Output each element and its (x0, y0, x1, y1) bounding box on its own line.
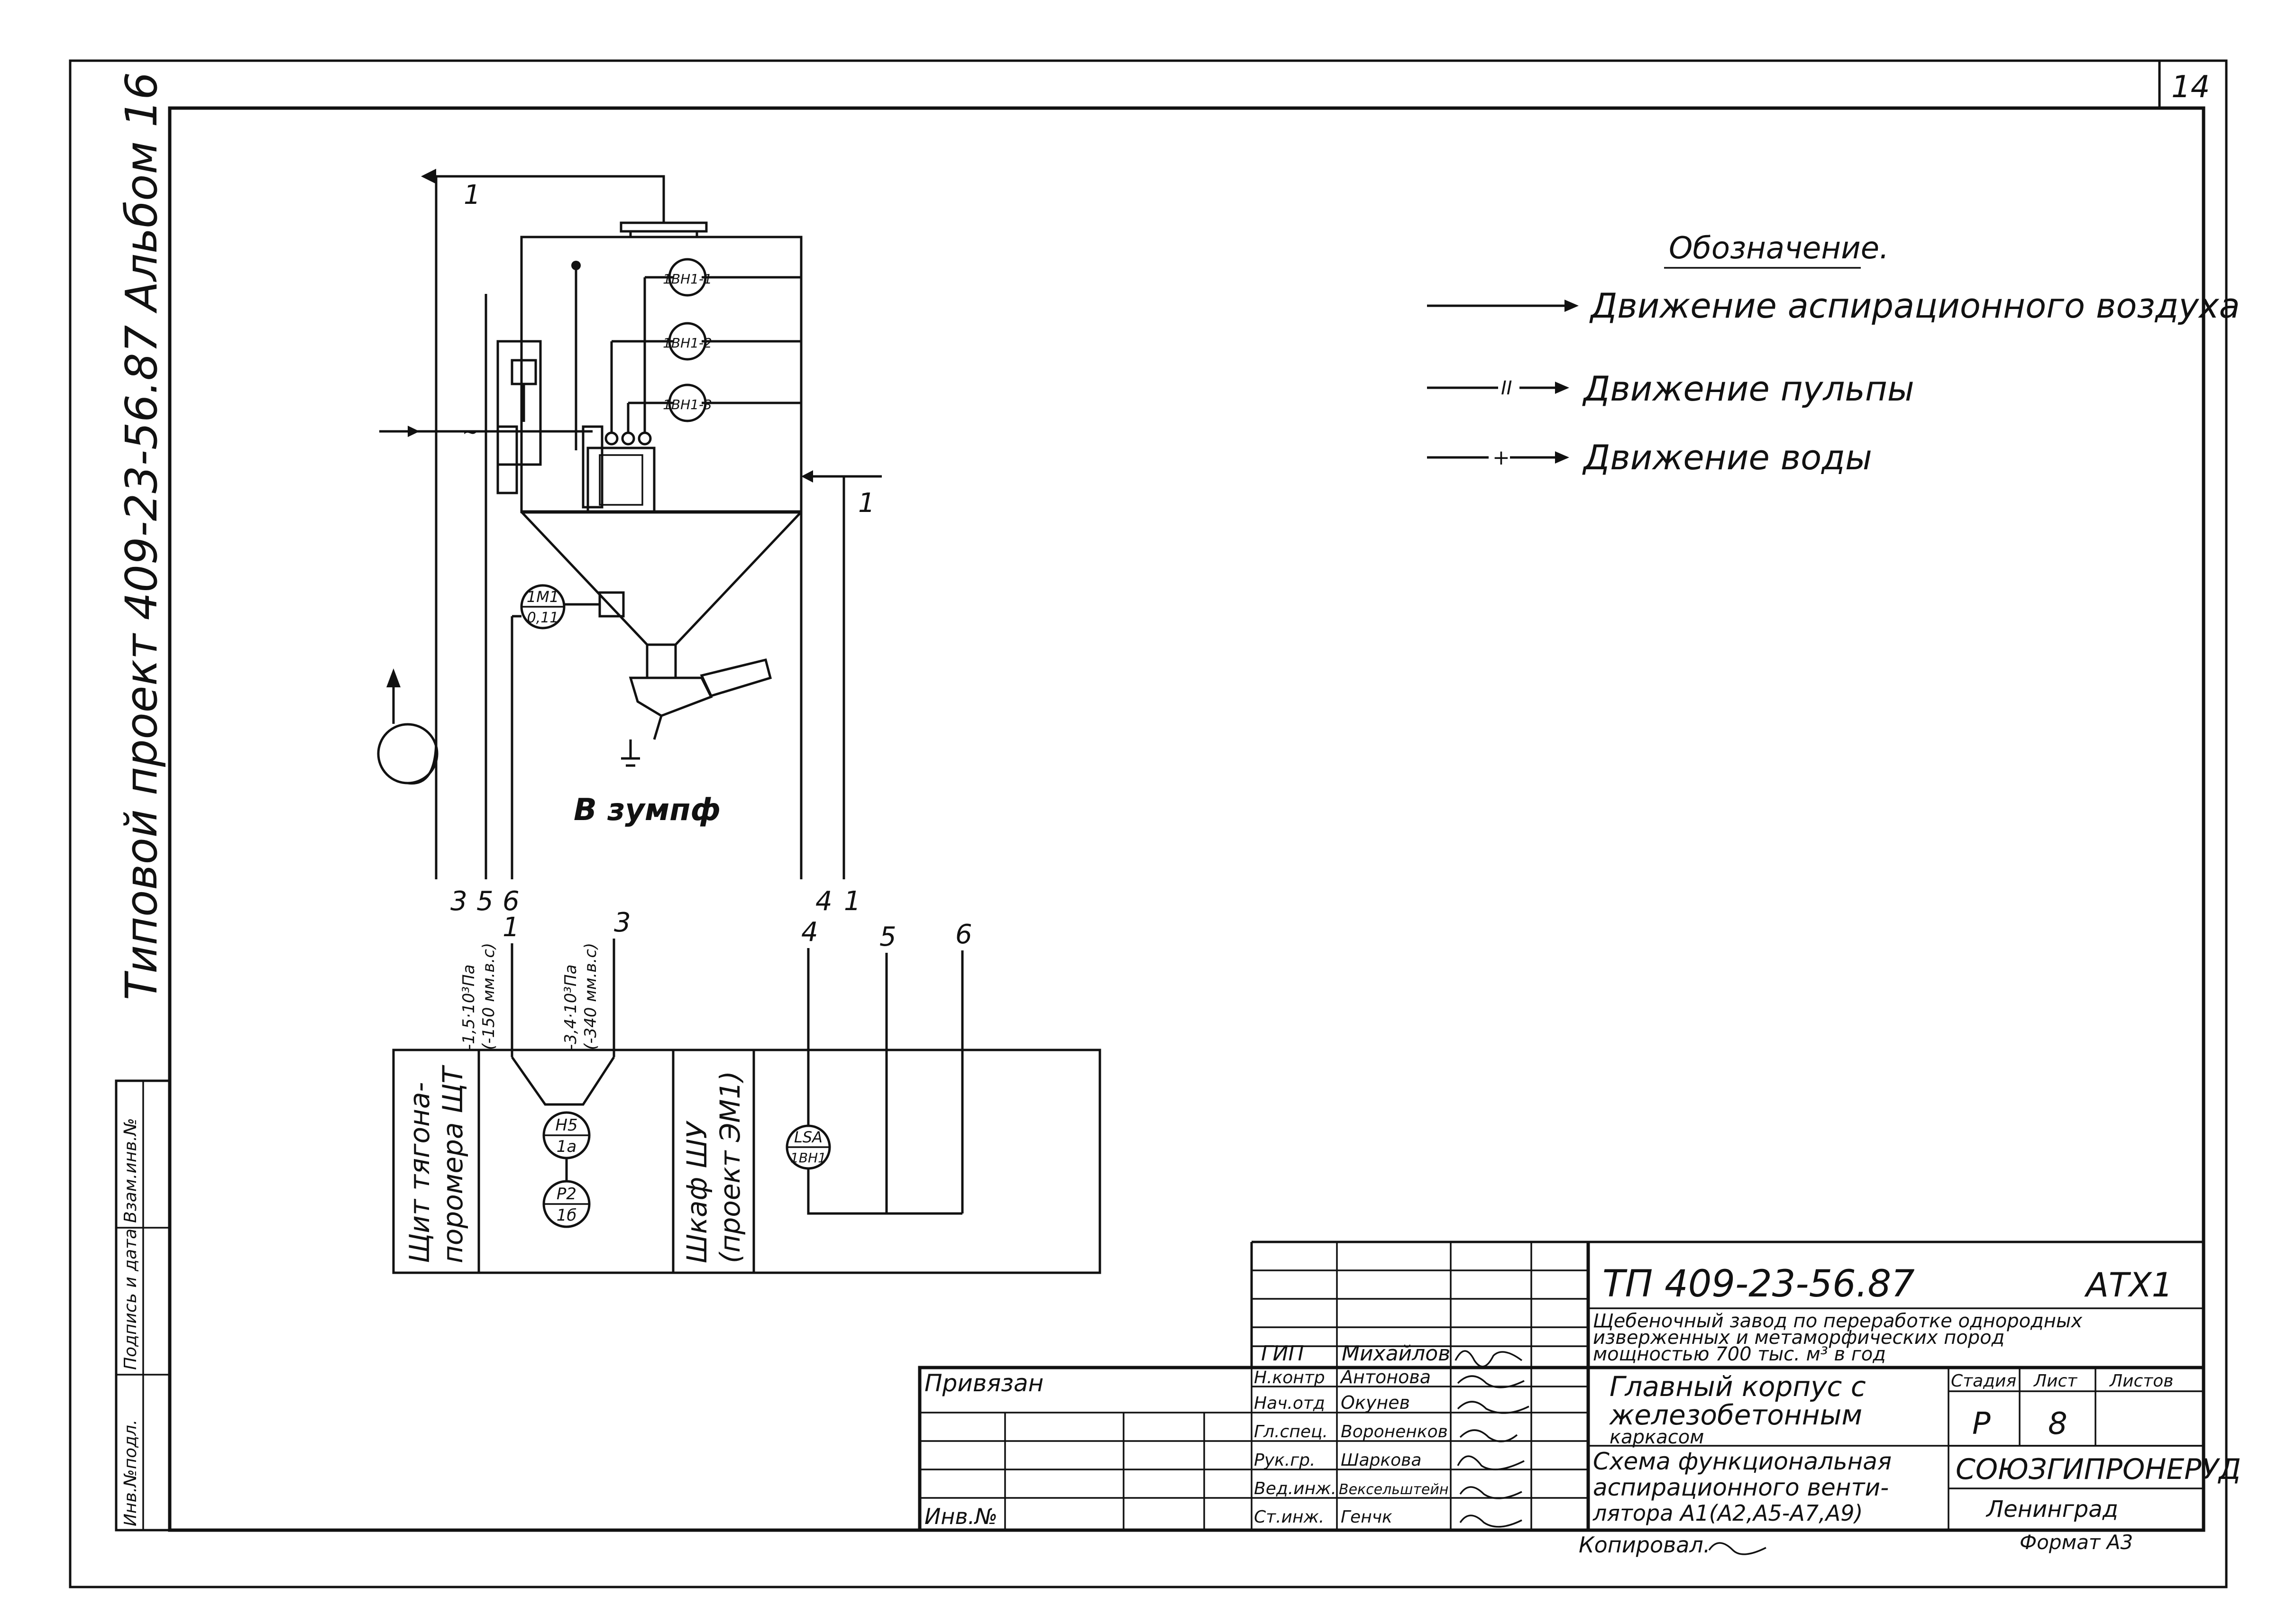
wire-3: 3 (450, 886, 467, 917)
sheet-value: 8 (2048, 1406, 2067, 1442)
margin-stamp: Инв.№подл. Подпись и дата Взам.инв.№ (115, 1079, 171, 1532)
wire-6: 6 (503, 886, 520, 917)
building-line-2: железобетонным (1609, 1399, 1862, 1431)
staff-role-5: Вед.инж. (1254, 1479, 1336, 1498)
annot-right-2: (-340 мм.в.с) (581, 943, 600, 1050)
legend-water-marker: + (1492, 446, 1510, 470)
legend-pulp-text: Движение пульпы (1582, 369, 1914, 409)
stage-label: Стадия (1951, 1371, 2016, 1391)
legend-pulp-marker: II (1501, 377, 1512, 399)
staff-role-0: ГИП (1261, 1341, 1304, 1366)
staff-name-5: Вексельштейн (1339, 1481, 1448, 1498)
staff-name-6: Генчк (1341, 1507, 1392, 1527)
margin-stamp-sign: Подпись и дата (121, 1229, 140, 1370)
margin-stamp-replace: Взам.инв.№ (121, 1118, 140, 1223)
panel2-line1: Шкаф ШУ (681, 1120, 713, 1263)
building-line-1: Главный корпус с (1610, 1370, 1866, 1403)
instrument-lsa-bot: 1ВН1 (790, 1150, 826, 1166)
staff-name-2: Окунев (1341, 1392, 1410, 1413)
legend-title: Обозначение. (1669, 231, 1889, 266)
org-name: СОЮЗГИПРОНЕРУД (1956, 1453, 2241, 1486)
instrument-p2-top: Р2 (557, 1185, 576, 1204)
instrument-vn3-label: 1ВН1-3 (663, 397, 712, 412)
staff-name-4: Шаркова (1341, 1451, 1421, 1470)
sheet-name-line-1: Схема функциональная (1593, 1448, 1892, 1475)
project-line-1: Щебеночный завод по переработке однородн… (1593, 1310, 2082, 1332)
org-city: Ленинград (1985, 1496, 2118, 1523)
copied-label: Копировал. (1579, 1532, 1710, 1558)
instrument-vn2-label: 1ВН1-2 (663, 335, 712, 351)
aspiration-unit: 1 В зумпф ~ (377, 169, 882, 917)
stage-value: Р (1972, 1406, 1991, 1442)
water-marker: ~ (462, 421, 478, 443)
project-line-2: изверженных и метаморфических пород (1593, 1327, 2004, 1349)
annot-left-2: (-150 мм.в.с) (479, 943, 498, 1050)
sheet-number: 14 (2171, 70, 2210, 105)
outer-frame (69, 59, 2228, 1588)
side-title: Типовой проект 409-23-56.87 Альбом 16 (116, 72, 167, 1000)
staff-name-3: Вороненков (1341, 1422, 1448, 1442)
outlet-label: В зумпф (574, 793, 721, 828)
instrument-vn1 (668, 258, 707, 297)
instrument-lsa-top: LSA (794, 1128, 823, 1146)
panels: Щит тягона- поромера ЩТ Шкаф ШУ (проект … (392, 907, 1101, 1274)
instrument-p2-bot: 1б (557, 1206, 577, 1225)
legend-air-text: Движение аспирационного воздуха (1589, 286, 2240, 326)
tied-label: Привязан (924, 1369, 1043, 1397)
staff-role-2: Нач.отд (1254, 1394, 1325, 1413)
instrument-m1-bot: 0,11 (527, 610, 559, 626)
instrument-m1-top: 1М1 (527, 588, 559, 606)
panel1-line1: Щит тягона- (403, 1082, 436, 1263)
sheets-label: Листов (2109, 1371, 2173, 1391)
building-line-3: каркасом (1610, 1426, 1704, 1448)
instrument-vn1-label: 1ВН1-1 (663, 271, 712, 287)
doc-code: ТП 409-23-56.87 (1602, 1263, 1915, 1305)
panel2-line2: (проект ЭМ1) (714, 1071, 746, 1263)
sheet-label: Лист (2033, 1371, 2077, 1391)
top-line-number: 1 (464, 180, 481, 210)
instrument-vn3 (668, 383, 707, 422)
panel-wire-3: 3 (614, 907, 631, 938)
panel-wire-6: 6 (955, 919, 972, 950)
sheet-name-line-2: аспирационного венти- (1593, 1474, 1889, 1501)
panel-wire-1: 1 (503, 912, 520, 943)
staff-role-4: Рук.гр. (1254, 1451, 1315, 1470)
instrument-h5-bot: 1а (557, 1137, 576, 1156)
staff-role-3: Гл.спец. (1254, 1422, 1328, 1442)
project-line-3: мощностью 700 тыс. м³ в год (1593, 1343, 1886, 1365)
right-line-number: 1 (858, 488, 875, 519)
panel1-line2: поромера ЩТ (437, 1065, 469, 1263)
legend: Обозначение. Движение аспирационного воз… (1427, 231, 2240, 477)
staff-role-6: Ст.инж. (1254, 1507, 1324, 1527)
staff-name-0: Михайлов (1342, 1341, 1450, 1366)
instrument-h5-top: Н5 (555, 1116, 577, 1135)
legend-water-text: Движение воды (1582, 438, 1872, 477)
signatures (1454, 1350, 1766, 1555)
sheet-name-line-3: лятора А1(А2,А5-А7,А9) (1592, 1500, 1863, 1526)
annot-left-1: -1,5·10³Па (459, 965, 478, 1050)
format-label: Формат А3 (2020, 1531, 2133, 1554)
inv-label: Инв.№ (924, 1504, 997, 1529)
doc-mark: АТХ1 (2084, 1266, 2173, 1305)
staff-role-1: Н.контр (1254, 1368, 1325, 1387)
wire-4: 4 (815, 886, 832, 917)
wire-5: 5 (476, 886, 494, 917)
annot-right-1: -3,4·10³Па (561, 965, 580, 1050)
panel-wire-4: 4 (801, 917, 818, 948)
panel-wire-5: 5 (879, 921, 896, 952)
instrument-vn2 (668, 322, 707, 361)
staff-name-1: Антонова (1339, 1367, 1431, 1387)
margin-stamp-inv: Инв.№подл. (121, 1420, 140, 1526)
title-block: ТП 409-23-56.87 АТХ1 Щебеночный завод по… (918, 1241, 2241, 1558)
wire-1: 1 (844, 886, 861, 917)
